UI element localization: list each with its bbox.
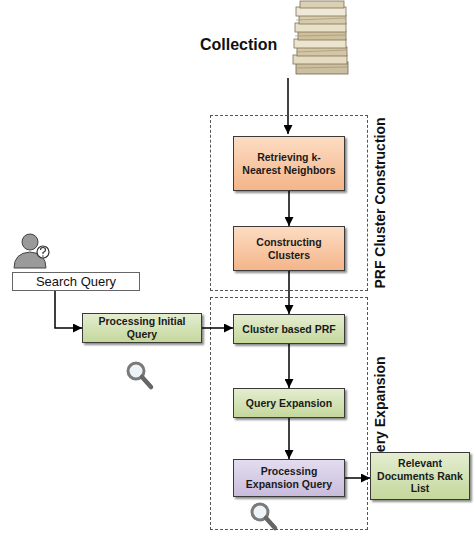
- flow-arrow: [202, 327, 233, 329]
- flow-arrow: [288, 344, 290, 388]
- result-box: Relevant Documents Rank List: [370, 452, 470, 500]
- flow-arrow: [288, 271, 290, 314]
- node-label: Processing Initial Query: [87, 315, 197, 340]
- process-box: Processing Expansion Query: [233, 459, 345, 497]
- group-title: PRF Cluster Construction: [372, 117, 388, 288]
- process-box: Query Expansion: [233, 388, 345, 418]
- process-box: Retrieving k-Nearest Neighbors: [233, 136, 345, 191]
- magnifier-icon: [252, 504, 275, 528]
- collection-arrow: [287, 78, 289, 134]
- node-label: Relevant Documents Rank List: [375, 457, 465, 495]
- flow-arrow: [288, 191, 290, 226]
- user-icon: [14, 234, 49, 268]
- process-box: Constructing Clusters: [233, 226, 345, 271]
- flow-arrow: [345, 477, 370, 479]
- query-expansion-group: Query ExpansionCluster based PRFQuery Ex…: [210, 297, 368, 530]
- process-box: Cluster based PRF: [233, 314, 345, 344]
- node-label: Cluster based PRF: [242, 323, 335, 336]
- node-label: Retrieving k-Nearest Neighbors: [238, 151, 340, 176]
- magnifier-icon: [128, 363, 151, 387]
- node-label: Constructing Clusters: [238, 236, 340, 261]
- collection-label: Collection: [200, 36, 277, 54]
- cluster-construction-group: PRF Cluster ConstructionRetrieving k-Nea…: [210, 115, 368, 291]
- node-label: Processing Expansion Query: [238, 465, 340, 490]
- node-label: Query Expansion: [246, 397, 332, 410]
- node-label: Search Query: [36, 274, 116, 289]
- flow-arrow: [288, 418, 290, 459]
- paper-stack: [293, 1, 348, 74]
- query-input-box: Search Query: [12, 272, 140, 291]
- flow-arrow: [55, 291, 82, 328]
- process-box: Processing Initial Query: [82, 313, 202, 343]
